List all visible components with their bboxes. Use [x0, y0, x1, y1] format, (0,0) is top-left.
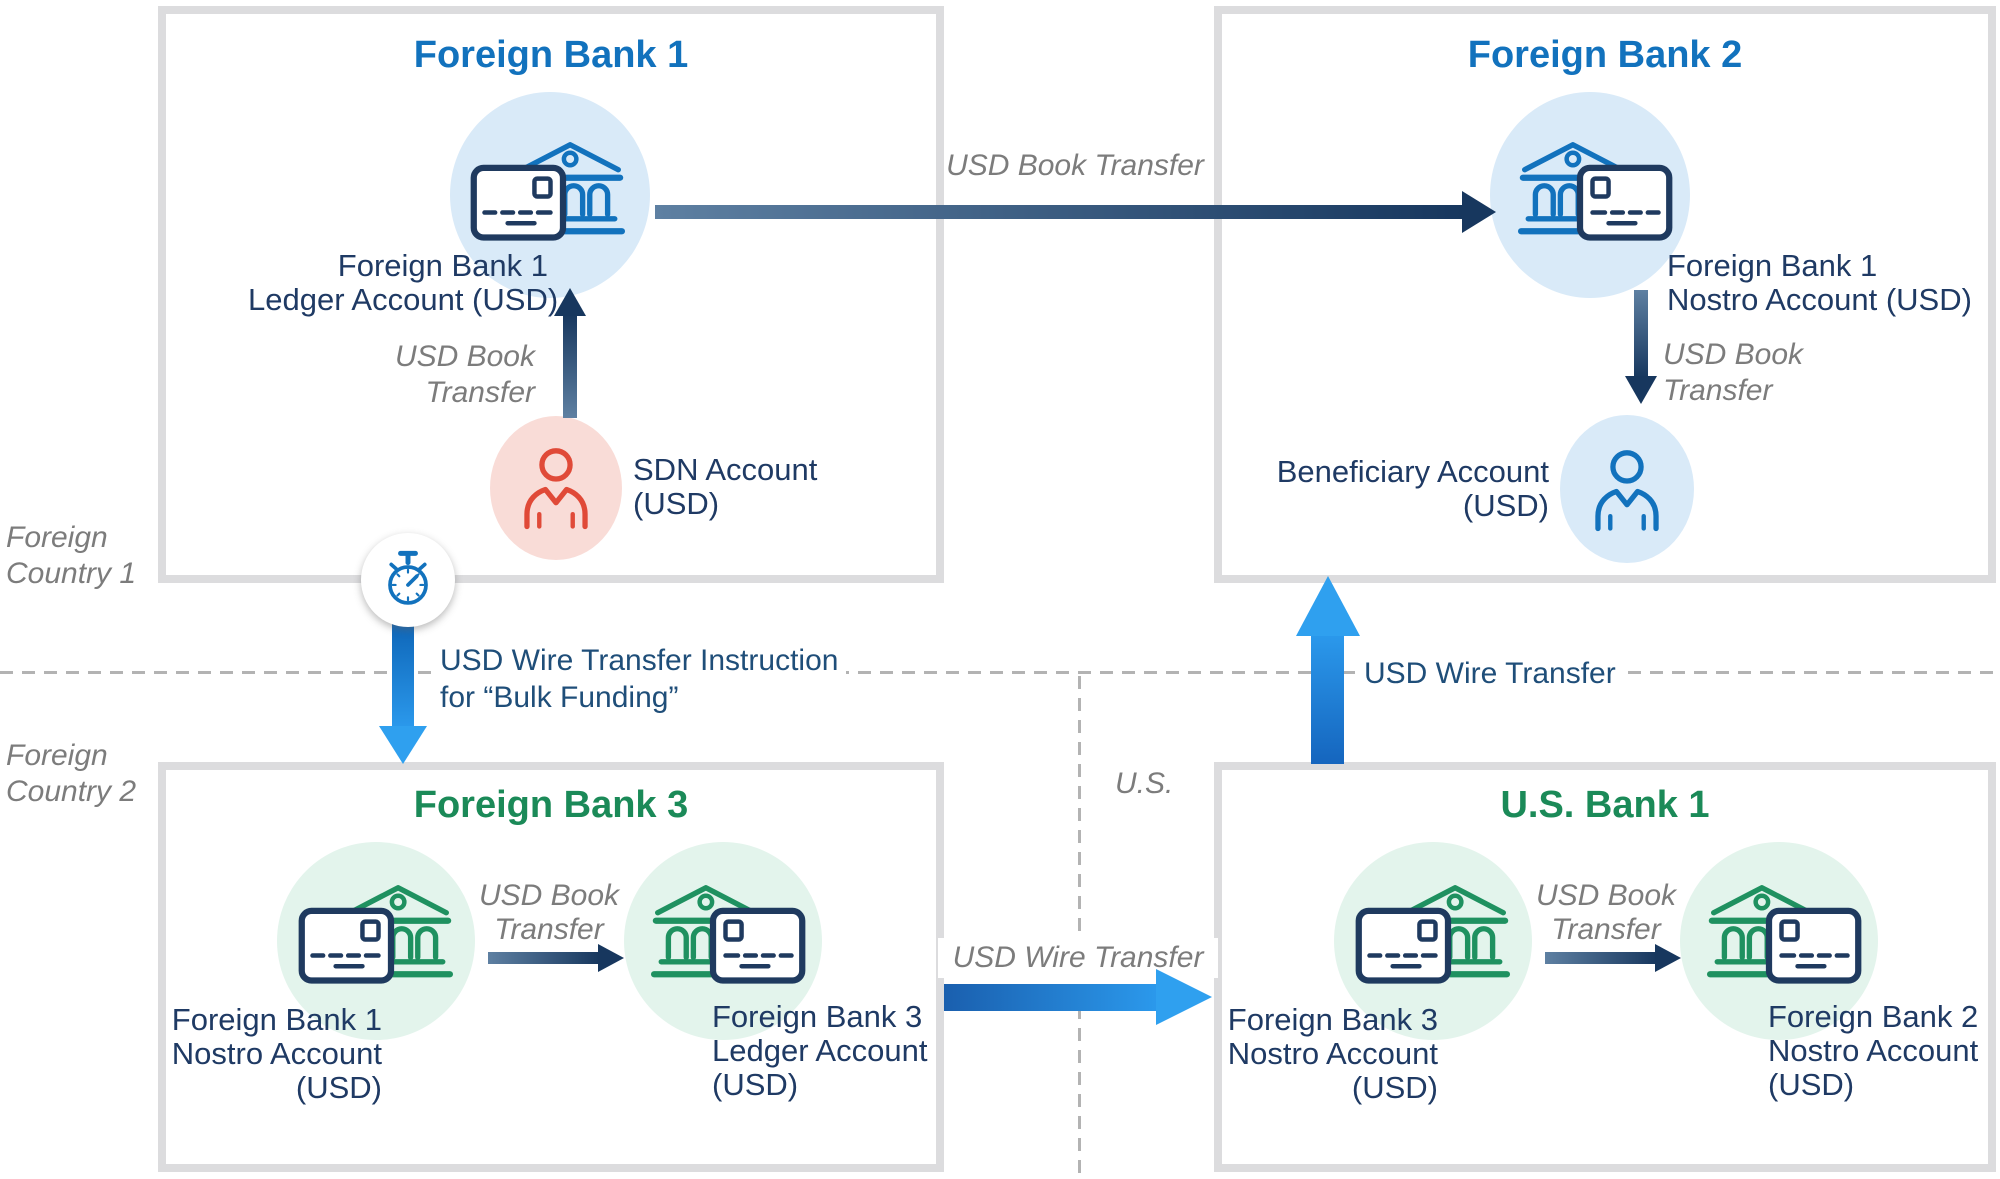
fb3-to-usb1-arrowhead	[1156, 969, 1212, 1025]
wire-instruction-label: USD Wire Transfer Instruction for “Bulk …	[432, 640, 847, 718]
fb1-book-transfer-label: USD Book Transfer	[394, 340, 535, 409]
fb2-book-transfer-label: USD Book Transfer	[1663, 338, 1804, 407]
fb3-to-usb1-arrow	[944, 984, 1158, 1011]
bank-card-icon	[470, 134, 631, 250]
country-separator-horizontal	[0, 671, 2000, 674]
foreign-bank-2-title: Foreign Bank 2	[1467, 34, 1743, 76]
instruction-arrowhead	[379, 726, 427, 764]
bank-card-icon	[1355, 877, 1516, 993]
timer-badge	[361, 533, 455, 627]
fb1-ledger-account-label: Foreign Bank 1 Ledger Account (USD)	[248, 248, 559, 317]
region-label-foreign-country-2: Foreign Country 2	[6, 739, 137, 808]
usb1-right-account-label: Foreign Bank 2 Nostro Account (USD)	[1768, 999, 1979, 1102]
instruction-arrow	[392, 620, 414, 728]
fb3-book-transfer-arrow	[488, 952, 600, 964]
fb3-right-account-label: Foreign Bank 3 Ledger Account (USD)	[712, 999, 928, 1102]
bank-card-icon	[1512, 134, 1673, 250]
nostro-to-beneficiary-arrowhead	[1625, 376, 1657, 404]
usb1-to-fb2-arrow	[1311, 634, 1344, 764]
sdn-to-ledger-arrow	[563, 314, 577, 418]
fb3-book-transfer-label: USD Book Transfer	[478, 879, 620, 946]
beneficiary-account-circle	[1560, 415, 1694, 563]
person-icon	[1583, 444, 1671, 532]
usb1-book-transfer-arrow	[1545, 952, 1657, 964]
fb2-nostro-account-label: Foreign Bank 1 Nostro Account (USD)	[1667, 248, 1972, 317]
usb1-to-fb2-wire-label: USD Wire Transfer	[1356, 653, 1624, 694]
beneficiary-account-label: Beneficiary Account (USD)	[1276, 454, 1549, 523]
fb3-book-transfer-arrowhead	[598, 944, 624, 972]
fb3-to-usb1-wire-label: USD Wire Transfer	[938, 938, 1218, 978]
us-bank-1-title: U.S. Bank 1	[1500, 784, 1710, 826]
person-icon	[512, 442, 600, 530]
region-label-us: U.S.	[1115, 767, 1174, 800]
fb1-to-fb2-arrow	[655, 205, 1463, 219]
usb1-book-transfer-label: USD Book Transfer	[1535, 879, 1677, 946]
sdn-account-label: SDN Account (USD)	[633, 452, 818, 521]
foreign-bank-3-title: Foreign Bank 3	[413, 784, 689, 826]
stopwatch-icon	[377, 549, 439, 611]
usb1-left-account-label: Foreign Bank 3 Nostro Account (USD)	[1227, 1002, 1438, 1105]
foreign-bank-1-title: Foreign Bank 1	[413, 34, 689, 76]
usb1-book-transfer-arrowhead	[1655, 944, 1681, 972]
region-label-foreign-country-1: Foreign Country 1	[6, 521, 137, 590]
fb1-to-fb2-arrowhead	[1462, 191, 1496, 233]
usd-book-transfer-label: USD Book Transfer	[946, 149, 1204, 182]
sdn-account-circle	[490, 416, 622, 560]
bank-card-icon	[645, 877, 806, 993]
country-separator-vertical	[1078, 676, 1081, 1179]
nostro-to-beneficiary-arrow	[1634, 290, 1648, 378]
fb3-left-account-label: Foreign Bank 1 Nostro Account (USD)	[171, 1002, 382, 1105]
bank-card-icon	[298, 877, 459, 993]
bank-card-icon	[1701, 877, 1862, 993]
usb1-to-fb2-arrowhead	[1296, 576, 1360, 636]
sdn-to-ledger-arrowhead	[554, 288, 586, 316]
